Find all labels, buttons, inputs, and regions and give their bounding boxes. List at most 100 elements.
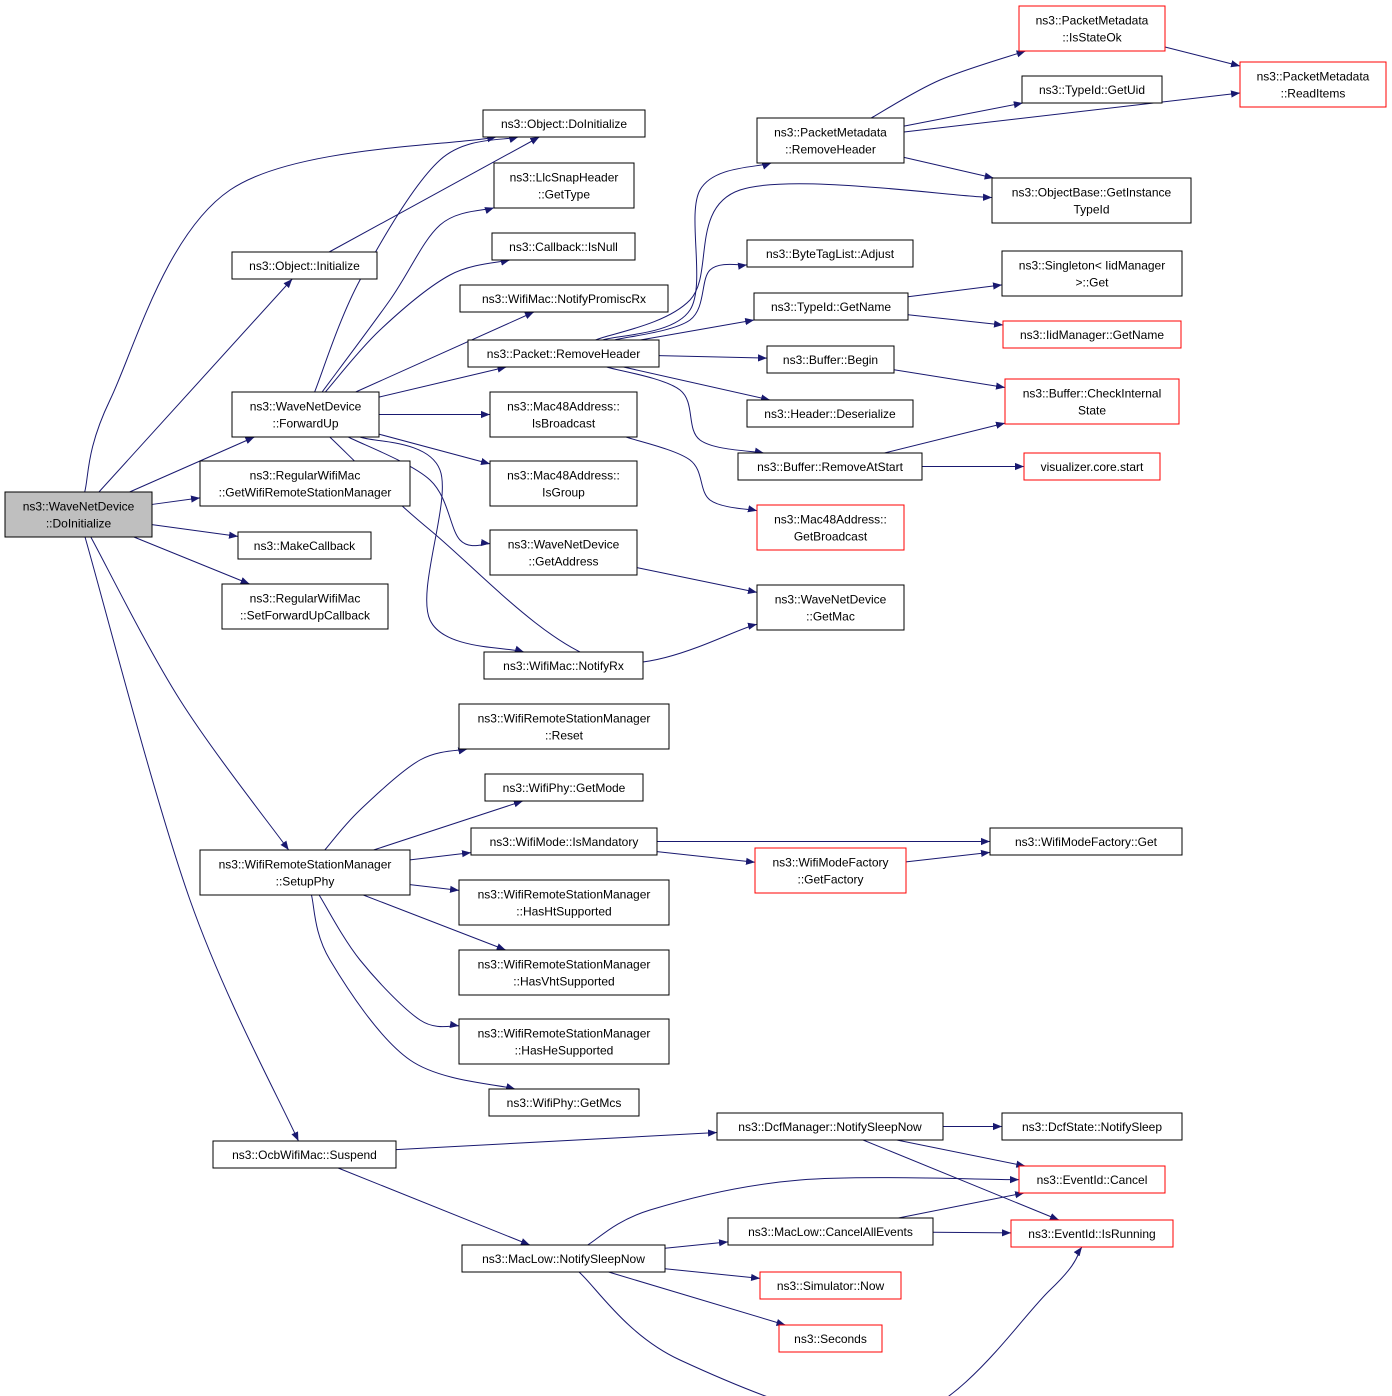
node-vizstart[interactable]: visualizer.core.start — [1023, 452, 1161, 481]
node-setupphy[interactable]: ns3::WifiRemoteStationManager::SetupPhy — [199, 849, 411, 896]
node-label: ns3::ByteTagList::Adjust — [766, 247, 895, 261]
edge-cancelall-to-evcancel — [898, 1191, 1025, 1219]
edge-ismand-to-wmfgetf — [656, 851, 756, 865]
edge-tidname-to-iidname — [907, 314, 1004, 328]
node-box — [1001, 250, 1183, 297]
node-box — [756, 504, 905, 551]
node-bufbegin[interactable]: ns3::Buffer::Begin — [766, 345, 895, 374]
edge-root-to-obj_init — [98, 278, 293, 493]
node-cbnull[interactable]: ns3::Callback::IsNull — [491, 232, 636, 261]
node-maclowsleep[interactable]: ns3::MacLow::NotifySleepNow — [461, 1244, 666, 1273]
node-simnow[interactable]: ns3::Simulator::Now — [759, 1271, 902, 1300]
node-ismand[interactable]: ns3::WifiMode::IsMandatory — [470, 827, 658, 856]
node-evrunning[interactable]: ns3::EventId::IsRunning — [1010, 1219, 1174, 1248]
node-box — [493, 162, 635, 209]
node-makecb[interactable]: ns3::MakeCallback — [237, 531, 372, 560]
node-label: ns3::WaveNetDevice — [775, 593, 887, 607]
node-getwrsm[interactable]: ns3::RegularWifiMac::GetWifiRemoteStatio… — [199, 460, 411, 507]
node-label: ::GetFactory — [797, 873, 863, 887]
node-hdrdeser[interactable]: ns3::Header::Deserialize — [746, 399, 914, 428]
node-label: ns3::Simulator::Now — [777, 1279, 885, 1293]
node-label: ns3::EventId::IsRunning — [1028, 1227, 1155, 1241]
node-evcancel[interactable]: ns3::EventId::Cancel — [1018, 1165, 1166, 1194]
edge-dcfsleep-to-evcancel — [896, 1139, 1026, 1168]
node-notifyprom[interactable]: ns3::WifiMac::NotifyPromiscRx — [459, 284, 669, 313]
node-box — [1004, 378, 1180, 425]
node-box — [458, 703, 670, 750]
edge-bufremove-to-bufcheck — [884, 421, 1006, 454]
node-dcfstate[interactable]: ns3::DcfState::NotifySleep — [1001, 1112, 1183, 1141]
node-root[interactable]: ns3::WaveNetDevice::DoInitialize — [4, 491, 153, 538]
edge-setupphy-to-phygetmode — [373, 800, 524, 851]
node-box — [1010, 1219, 1174, 1248]
node-hasht[interactable]: ns3::WifiRemoteStationManager::HasHtSupp… — [458, 879, 670, 926]
node-label: ns3::Object::Initialize — [249, 259, 360, 273]
node-hashe[interactable]: ns3::WifiRemoteStationManager::HasHeSupp… — [458, 1018, 670, 1065]
node-getbcast[interactable]: ns3::Mac48Address::GetBroadcast — [756, 504, 905, 551]
node-dcfsleep[interactable]: ns3::DcfManager::NotifySleepNow — [716, 1112, 944, 1141]
node-pmremove[interactable]: ns3::PacketMetadata::RemoveHeader — [756, 117, 905, 164]
node-llcget[interactable]: ns3::LlcSnapHeader::GetType — [493, 162, 635, 209]
node-label: ns3::Header::Deserialize — [764, 407, 896, 421]
node-pmread[interactable]: ns3::PacketMetadata::ReadItems — [1239, 61, 1387, 108]
node-label: GetBroadcast — [794, 530, 868, 544]
node-label: ns3::WifiRemoteStationManager — [478, 712, 651, 726]
node-wmfgetf[interactable]: ns3::WifiModeFactory::GetFactory — [754, 847, 907, 894]
node-wgetaddr[interactable]: ns3::WaveNetDevice::GetAddress — [489, 529, 638, 576]
edge-maclowsleep-to-cancelall — [664, 1239, 729, 1249]
node-iidname[interactable]: ns3::IidManager::GetName — [1002, 320, 1182, 349]
node-obj_doinit[interactable]: ns3::Object::DoInitialize — [482, 109, 646, 138]
node-label: ::IsStateOk — [1062, 31, 1122, 45]
node-obj_init[interactable]: ns3::Object::Initialize — [231, 251, 378, 280]
node-bufremove[interactable]: ns3::Buffer::RemoveAtStart — [737, 452, 923, 481]
node-label: ::GetMac — [806, 610, 855, 624]
node-box — [470, 827, 658, 856]
node-label: ns3::Seconds — [794, 1332, 867, 1346]
node-box — [458, 1018, 670, 1065]
edge-forwardup-to-notifyrx — [359, 436, 525, 653]
edge-pmremove-to-pmstate — [870, 50, 1026, 119]
node-box — [1023, 452, 1161, 481]
node-setfwd[interactable]: ns3::RegularWifiMac::SetForwardUpCallbac… — [221, 583, 389, 630]
node-label: ns3::WifiModeFactory — [772, 856, 888, 870]
edge-bufbegin-to-bufcheck — [893, 369, 1006, 390]
edge-setupphy-to-hasht — [409, 884, 460, 893]
node-isgroup[interactable]: ns3::Mac48Address::IsGroup — [489, 460, 638, 507]
node-box — [1001, 1112, 1183, 1141]
node-label: ns3::TypeId::GetName — [771, 300, 891, 314]
node-box — [737, 452, 923, 481]
node-forwardup[interactable]: ns3::WaveNetDevice::ForwardUp — [231, 391, 380, 438]
node-box — [991, 177, 1192, 224]
node-label: ns3::LlcSnapHeader — [510, 171, 619, 185]
node-cancelall[interactable]: ns3::MacLow::CancelAllEvents — [727, 1217, 934, 1246]
node-label: ns3::WifiModeFactory::Get — [1015, 835, 1158, 849]
node-tiduid[interactable]: ns3::TypeId::GetUid — [1021, 75, 1163, 104]
node-label: IsBroadcast — [532, 417, 596, 431]
node-suspend[interactable]: ns3::OcbWifiMac::Suspend — [212, 1140, 397, 1169]
node-box — [489, 391, 638, 438]
node-pktremove[interactable]: ns3::Packet::RemoveHeader — [467, 339, 660, 368]
node-label: ns3::EventId::Cancel — [1037, 1173, 1148, 1187]
edge-tidname-to-singleton — [907, 282, 1003, 298]
node-btladjust[interactable]: ns3::ByteTagList::Adjust — [746, 239, 914, 268]
node-seconds[interactable]: ns3::Seconds — [778, 1324, 883, 1353]
edge-root-to-obj_doinit — [84, 135, 497, 493]
node-getmac[interactable]: ns3::WaveNetDevice::GetMac — [756, 584, 905, 631]
node-singleton[interactable]: ns3::Singleton< IidManager>::Get — [1001, 250, 1183, 297]
node-notifyrx[interactable]: ns3::WifiMac::NotifyRx — [483, 651, 644, 680]
node-box — [458, 949, 670, 996]
node-getmcs[interactable]: ns3::WifiPhy::GetMcs — [488, 1088, 640, 1117]
node-isbcast[interactable]: ns3::Mac48Address::IsBroadcast — [489, 391, 638, 438]
node-label: ::DoInitialize — [46, 517, 112, 531]
node-phygetmode[interactable]: ns3::WifiPhy::GetMode — [484, 773, 644, 802]
node-label: ::GetType — [538, 188, 590, 202]
node-wmfget[interactable]: ns3::WifiModeFactory::Get — [989, 827, 1183, 856]
node-box — [4, 491, 153, 538]
node-hasvht[interactable]: ns3::WifiRemoteStationManager::HasVhtSup… — [458, 949, 670, 996]
node-wrsmreset[interactable]: ns3::WifiRemoteStationManager::Reset — [458, 703, 670, 750]
node-tidname[interactable]: ns3::TypeId::GetName — [753, 292, 909, 321]
node-pmstate[interactable]: ns3::PacketMetadata::IsStateOk — [1018, 5, 1166, 52]
